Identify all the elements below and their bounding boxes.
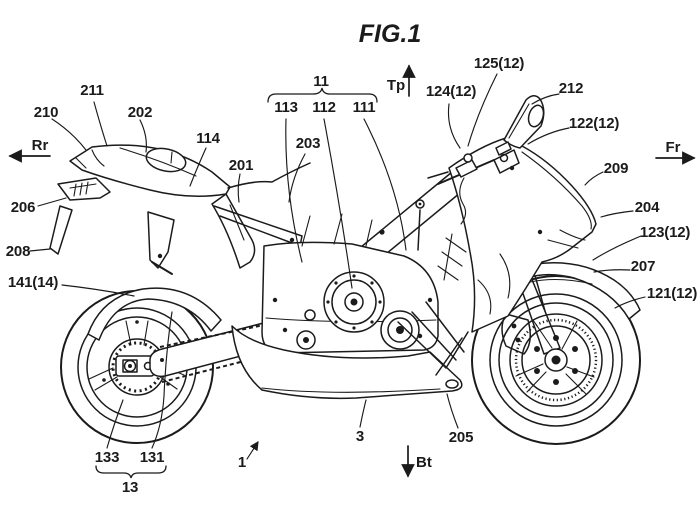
ref-label-112: 112 bbox=[312, 99, 336, 116]
leader-202 bbox=[139, 119, 147, 153]
ref-label-123: 123(12) bbox=[640, 224, 691, 241]
front-direction-label: Fr bbox=[666, 139, 681, 156]
front-wheel bbox=[471, 275, 641, 445]
ref-label-201: 201 bbox=[229, 157, 253, 174]
leader-211 bbox=[93, 101, 108, 147]
leader-212 bbox=[531, 93, 560, 105]
rear-direction-label: Rr bbox=[32, 137, 49, 154]
ref-label-11: 11 bbox=[313, 73, 328, 90]
ref-label-205: 205 bbox=[449, 429, 473, 446]
leader-141 bbox=[61, 284, 135, 297]
leader-131 bbox=[151, 311, 173, 449]
bottom-direction-label: Bt bbox=[416, 454, 432, 471]
ref-label-206: 206 bbox=[11, 199, 35, 216]
leader-125 bbox=[467, 73, 498, 147]
leader-lines bbox=[29, 73, 646, 479]
ref-label-122: 122(12) bbox=[569, 115, 620, 132]
leader-201 bbox=[237, 173, 241, 203]
ref-label-208: 208 bbox=[6, 243, 30, 260]
ref-label-202: 202 bbox=[128, 104, 152, 121]
leader-114 bbox=[189, 147, 207, 187]
leader-209 bbox=[584, 171, 604, 186]
leader-111 bbox=[363, 118, 407, 251]
leader-123 bbox=[592, 235, 642, 261]
handlebar-controls bbox=[427, 141, 520, 225]
ref-label-113: 113 bbox=[274, 99, 298, 116]
rear-brackets bbox=[49, 177, 175, 275]
ref-label-211: 211 bbox=[80, 82, 104, 99]
radiator bbox=[437, 233, 467, 281]
leader-112 bbox=[323, 118, 353, 289]
ref-label-204: 204 bbox=[635, 199, 660, 216]
lower-cowl bbox=[231, 301, 469, 400]
ref-label-121: 121(12) bbox=[647, 285, 698, 302]
windscreen bbox=[503, 95, 545, 149]
leader-113 bbox=[285, 118, 303, 263]
leader-210 bbox=[51, 118, 87, 151]
ref-label-203: 203 bbox=[296, 135, 320, 152]
ref-label-3: 3 bbox=[356, 428, 364, 445]
leader-3 bbox=[359, 399, 367, 428]
engine bbox=[261, 213, 439, 354]
front-fairing bbox=[448, 137, 597, 333]
ref-label-131: 131 bbox=[140, 449, 164, 466]
brace-11 bbox=[267, 87, 378, 103]
leader-133 bbox=[106, 399, 124, 449]
figure-title: FIG.1 bbox=[359, 20, 422, 48]
ref-label-114: 114 bbox=[196, 130, 220, 147]
leader-122 bbox=[527, 127, 570, 145]
leader-205 bbox=[446, 393, 459, 429]
ref-label-209: 209 bbox=[604, 160, 628, 177]
leader-203 bbox=[288, 153, 306, 203]
brace-13 bbox=[95, 465, 167, 479]
ref-label-212: 212 bbox=[559, 80, 583, 97]
leader-206 bbox=[37, 197, 67, 207]
leader-207 bbox=[593, 269, 631, 273]
ref-label-125: 125(12) bbox=[474, 55, 525, 72]
top-direction-label: Tp bbox=[387, 77, 405, 94]
orientation-arrows bbox=[8, 64, 696, 478]
tail-bodywork bbox=[69, 144, 311, 269]
ref-label-13: 13 bbox=[122, 479, 138, 496]
leader-121 bbox=[614, 296, 646, 309]
ref-label-210: 210 bbox=[34, 104, 58, 121]
ref-label-111: 111 bbox=[353, 99, 376, 116]
ref-label-141: 141(14) bbox=[8, 274, 59, 291]
ref-label-207: 207 bbox=[631, 258, 655, 275]
leader-124 bbox=[447, 103, 461, 149]
ref-label-1: 1 bbox=[238, 454, 246, 471]
leader-208 bbox=[29, 248, 51, 252]
ref-label-124: 124(12) bbox=[426, 83, 477, 100]
leader-1 bbox=[246, 441, 259, 460]
ref-label-133: 133 bbox=[95, 449, 119, 466]
leader-204 bbox=[600, 210, 634, 218]
